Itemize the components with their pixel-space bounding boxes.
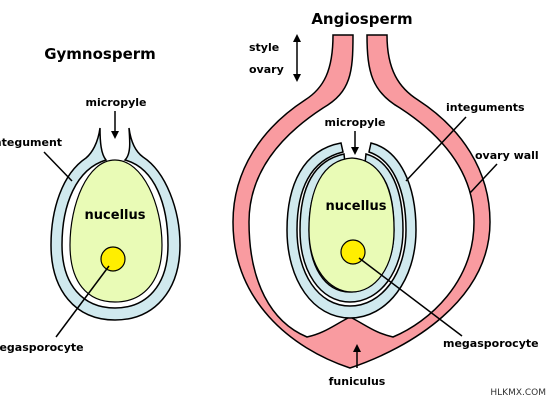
ovary-wall-leader — [469, 163, 498, 194]
gymnosperm-integument — [50, 127, 181, 321]
angiosperm-ovule — [232, 34, 491, 369]
angiosperm-nucellus — [308, 157, 395, 293]
gymnosperm-micropyle-label: micropyle — [85, 96, 146, 109]
watermark-text: HLKMX.COM — [490, 388, 546, 398]
style-label: style — [249, 41, 279, 54]
angiosperm-megasporocyte-label: megasporocyte — [443, 337, 539, 350]
ovary-label: ovary — [249, 63, 284, 76]
funiculus-label: funiculus — [329, 375, 386, 388]
gymnosperm-integument-label: integument — [0, 136, 62, 149]
integuments-leader — [405, 116, 467, 182]
gymnosperm-megasporocyte-label: megasporocyte — [0, 341, 84, 354]
angiosperm-ovary-wall — [232, 34, 491, 369]
gymnosperm-megasporocyte — [100, 246, 126, 272]
gymnosperm-megasporocyte-leader — [55, 265, 110, 338]
integuments-label: integuments — [446, 101, 525, 114]
gymnosperm-ovule — [50, 127, 181, 321]
gymnosperm-title: Gymnosperm — [44, 45, 156, 63]
angiosperm-megasporocyte-leader — [358, 257, 463, 337]
gymnosperm-integument-leader — [43, 151, 73, 182]
gymnosperm-nucellus-label: nucellus — [85, 208, 146, 223]
angiosperm-title: Angiosperm — [311, 10, 412, 28]
angiosperm-nucellus-label: nucellus — [326, 199, 387, 214]
gymnosperm-nucellus — [69, 159, 163, 303]
angiosperm-outer-integument — [286, 142, 417, 319]
ovary-wall-label: ovary wall — [475, 149, 539, 162]
angiosperm-micropyle-label: micropyle — [324, 116, 385, 129]
